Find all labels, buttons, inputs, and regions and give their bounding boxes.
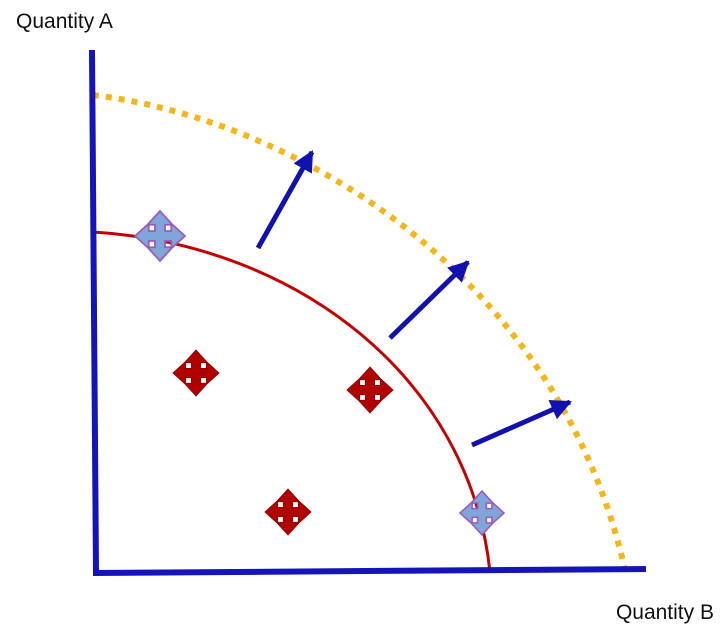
shift-arrow <box>255 150 315 250</box>
shift-arrow <box>470 399 572 448</box>
frontier-point-icon <box>459 490 505 536</box>
shift-arrow <box>388 260 470 340</box>
future-frontier-curve <box>92 92 628 571</box>
y-axis-line <box>89 49 99 574</box>
x-axis-label: Quantity B <box>615 601 714 624</box>
interior-point-icon <box>264 488 312 536</box>
frontier-point-icon <box>134 210 186 262</box>
current-frontier-curve <box>92 230 492 573</box>
x-axis-line <box>92 566 647 576</box>
interior-point-icon <box>346 366 394 414</box>
y-axis-label: Quantity A <box>16 10 113 33</box>
interior-point-icon <box>172 349 220 397</box>
